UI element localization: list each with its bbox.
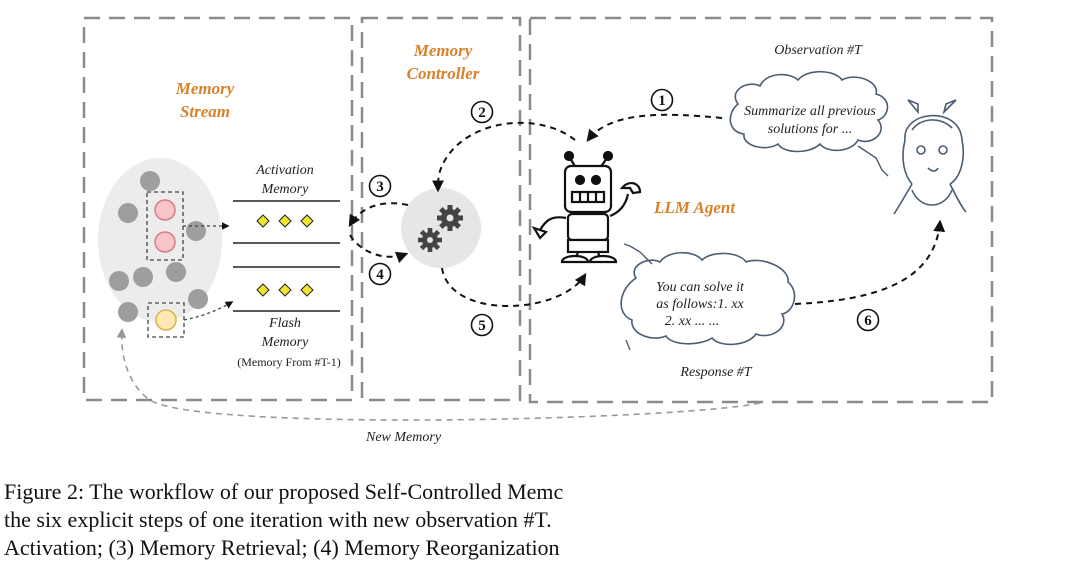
- step-1-marker: 1: [650, 88, 674, 112]
- memory-stream-label-1: Memory: [175, 79, 235, 98]
- new-memory-label: New Memory: [365, 430, 442, 445]
- flash-diamond: [300, 283, 314, 297]
- response-bubble: [620, 251, 796, 346]
- svg-text:6: 6: [864, 313, 872, 329]
- activation-diamond: [300, 214, 314, 228]
- robot-icon: [531, 150, 642, 264]
- memory-controller-label-2: Controller: [407, 64, 480, 83]
- svg-text:1: 1: [658, 93, 666, 109]
- step-4-marker: 4: [368, 262, 392, 286]
- response-bubble-tail: [623, 243, 653, 265]
- step-2-arrow: [432, 121, 576, 193]
- response-label: Response #T: [679, 365, 752, 380]
- activation-memory-label-1: Activation: [255, 163, 314, 178]
- step-3-arrow: [348, 202, 409, 228]
- caption-line-3: Activation; (3) Memory Retrieval; (4) Me…: [4, 535, 560, 560]
- user-girl-icon: [893, 99, 967, 215]
- activated-memory-node: [154, 231, 176, 253]
- observation-bubble-line-1: Summarize all previous: [744, 104, 876, 119]
- observation-bubble: [729, 70, 889, 153]
- svg-text:3: 3: [376, 179, 384, 195]
- step-4-arrow: [349, 234, 409, 264]
- step-5-arrow: [441, 267, 587, 307]
- svg-text:5: 5: [478, 318, 486, 334]
- observation-bubble-line-2: solutions for ...: [768, 122, 852, 137]
- activation-diamond: [256, 214, 270, 228]
- svg-text:2: 2: [478, 105, 486, 121]
- llm-agent-label: LLM Agent: [653, 198, 736, 217]
- memory-node: [140, 171, 160, 191]
- memory-node: [166, 262, 186, 282]
- flash-memory-label-2: Memory: [261, 335, 309, 350]
- memory-node: [118, 302, 138, 322]
- memory-node: [109, 271, 129, 291]
- step-2-marker: 2: [470, 100, 494, 124]
- flash-diamond: [278, 283, 292, 297]
- step-6-marker: 6: [856, 308, 880, 332]
- gear-icon: [418, 228, 442, 252]
- observation-bubble-tail: [857, 145, 889, 177]
- caption-line-1: Figure 2: The workflow of our proposed S…: [4, 479, 564, 504]
- step-3-marker: 3: [368, 174, 392, 198]
- response-bubble-line-1: You can solve it: [656, 280, 745, 295]
- activation-diamond: [278, 214, 292, 228]
- activated-memory-node: [154, 199, 176, 221]
- figure-caption: Figure 2: The workflow of our proposed S…: [4, 478, 1080, 562]
- memory-node: [188, 289, 208, 309]
- svg-text:4: 4: [376, 267, 384, 283]
- agent-panel: [528, 16, 994, 404]
- gear-icon: [437, 205, 463, 231]
- response-bubble-tick: [625, 339, 631, 351]
- memory-controller-label-1: Memory: [413, 41, 473, 60]
- memory-controller-panel: [360, 16, 522, 402]
- response-bubble-line-3: 2. xx ... ...: [665, 314, 719, 329]
- flash-connector: [183, 301, 234, 321]
- controller-blob: [401, 188, 481, 268]
- flash-memory-note: (Memory From #T-1): [237, 355, 341, 369]
- step-5-marker: 5: [470, 313, 494, 337]
- caption-line-2: the six explicit steps of one iteration …: [4, 507, 552, 532]
- observation-label: Observation #T: [774, 43, 863, 58]
- memory-stream-label-2: Stream: [180, 102, 230, 121]
- flash-diamond: [256, 283, 270, 297]
- memory-node: [133, 267, 153, 287]
- response-bubble-line-2: as follows:1. xx: [656, 297, 744, 312]
- memory-stream-panel: [82, 16, 354, 402]
- caption-fade-overlay: [590, 476, 1080, 567]
- step-6-arrow: [794, 219, 946, 305]
- step-1-arrow: [586, 113, 723, 142]
- activation-memory-label-2: Memory: [261, 182, 309, 197]
- new-memory-arrow: [116, 328, 761, 421]
- memory-node: [118, 203, 138, 223]
- flash-memory-label-1: Flash: [268, 316, 301, 331]
- flash-memory-node: [155, 309, 177, 331]
- memory-node: [186, 221, 206, 241]
